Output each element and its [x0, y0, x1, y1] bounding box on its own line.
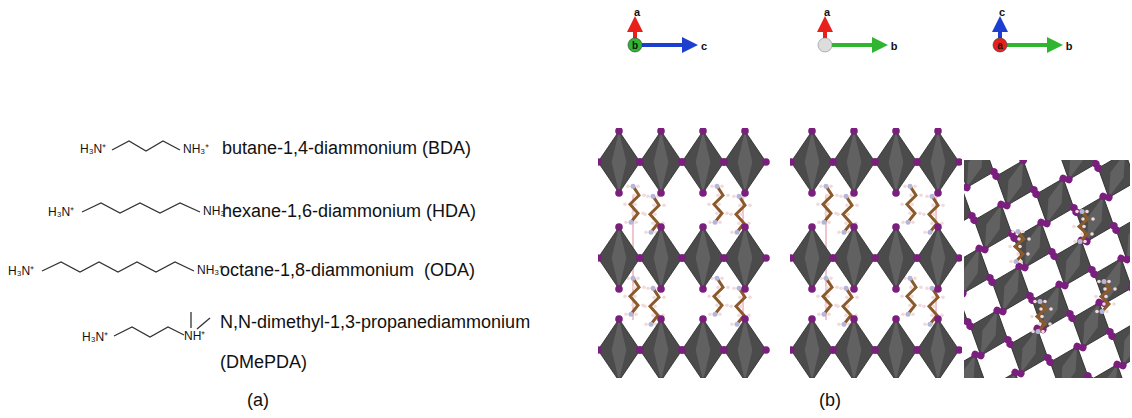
atom-label: H₃N⁺ [8, 265, 34, 278]
axis-label: a [824, 6, 830, 18]
chain-bonds [42, 141, 210, 337]
axis-label: b [1066, 40, 1073, 52]
atom-label: H₃N⁺ [82, 331, 108, 344]
compound-name: hexane-1,6-diammonium (HDA) [222, 202, 476, 222]
compound-name: butane-1,4-diammonium (BDA) [222, 139, 471, 159]
atom-label: NH⁺ [184, 330, 205, 343]
axis-label: b [632, 40, 638, 51]
axis-label: a [634, 6, 640, 18]
atom-label: H₃N⁺ [48, 206, 74, 219]
crystal-view [790, 128, 962, 378]
axis-triads [628, 24, 1055, 52]
atom-label: NH₃⁺ [197, 264, 223, 277]
atom-label: H₃N⁺ [80, 143, 106, 156]
axis-label: c [999, 6, 1005, 18]
compound-name: octane-1,8-diammonium (ODA) [220, 261, 475, 281]
atom-label: NH₃⁺ [183, 143, 209, 156]
compound-name: N,N-dimethyl-1,3-propanediammonium (DMeP… [220, 302, 565, 382]
axis-label: a [997, 40, 1003, 51]
axis-label: c [701, 40, 707, 52]
crystal-view [964, 160, 1130, 378]
panel-label: (b) [819, 391, 841, 411]
crystal-view [598, 128, 770, 378]
panel-label: (a) [247, 391, 269, 411]
axis-label: b [891, 40, 898, 52]
